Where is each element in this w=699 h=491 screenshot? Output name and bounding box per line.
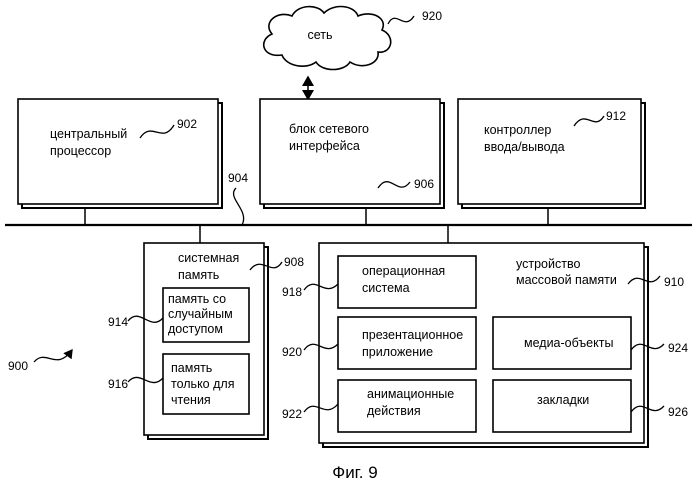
ram-label-line2: случайным: [168, 307, 233, 321]
mass-storage-box: устройство массовой памяти 910 операцион…: [282, 243, 688, 447]
media-label: медиа-объекты: [524, 336, 613, 350]
bookmarks-box: закладки: [493, 380, 631, 432]
bookmarks-label: закладки: [537, 393, 589, 407]
sysmem-label-line1: системная: [178, 251, 239, 265]
io-label-line2: ввода/вывода: [484, 140, 565, 154]
network-ref-leader: [388, 16, 414, 24]
bus-ref-leader: [234, 188, 244, 225]
rom-box: память только для чтения: [163, 354, 249, 414]
os-ref: 918: [282, 285, 302, 299]
anim-label-line2: действия: [367, 404, 421, 418]
pres-label-line1: презентационное: [362, 328, 463, 342]
network-interface-box: блок сетевого интерфейса 906: [260, 99, 444, 208]
system-memory-box: системная память 908 память со случайным…: [108, 243, 304, 439]
pres-label-line2: приложение: [362, 345, 433, 359]
nic-label-line2: интерфейса: [289, 139, 360, 153]
ram-label-line1: память со: [168, 292, 226, 306]
ram-box: память со случайным доступом: [163, 288, 249, 342]
presentation-app-box: презентационное приложение: [338, 317, 476, 369]
system-ref-arrow: [34, 350, 72, 362]
network-label: сеть: [307, 28, 332, 42]
anim-ref: 922: [282, 407, 302, 421]
rom-ref: 916: [108, 377, 128, 391]
os-box: операционная система: [338, 256, 476, 308]
pres-ref: 920: [282, 345, 302, 359]
animation-actions-box: анимационные действия: [338, 380, 476, 432]
io-ref: 912: [606, 109, 626, 123]
os-label-line2: система: [362, 281, 410, 295]
cpu-ref: 902: [177, 117, 197, 131]
media-ref: 924: [668, 341, 688, 355]
ram-ref: 914: [108, 315, 128, 329]
rom-label-line1: память: [171, 361, 212, 375]
ram-label-line3: доступом: [168, 322, 223, 336]
bookmarks-ref: 926: [668, 405, 688, 419]
anim-label-line1: анимационные: [367, 387, 454, 401]
storage-ref: 910: [664, 275, 684, 289]
cpu-label-line1: центральный: [50, 127, 127, 141]
bus-ref: 904: [228, 171, 248, 185]
sysmem-label-line2: память: [178, 268, 219, 282]
nic-ref: 906: [414, 177, 434, 191]
cpu-label-line2: процессор: [50, 144, 111, 158]
cpu-box: центральный процессор 902: [18, 99, 222, 208]
system-ref: 900: [8, 359, 28, 373]
rom-label-line2: только для: [171, 377, 234, 391]
storage-label-line1: устройство: [516, 257, 580, 271]
io-controller-box: контроллер ввода/вывода 912: [458, 99, 645, 208]
network-ref: 920: [422, 9, 442, 23]
figure-caption: Фиг. 9: [332, 463, 377, 482]
os-label-line1: операционная: [362, 264, 445, 278]
network-cloud: сеть: [264, 7, 391, 70]
media-objects-box: медиа-объекты: [493, 317, 631, 369]
storage-label-line2: массовой памяти: [516, 273, 617, 287]
rom-label-line3: чтения: [171, 393, 211, 407]
io-label-line1: контроллер: [484, 123, 551, 137]
nic-label-line1: блок сетевого: [289, 122, 369, 136]
sysmem-ref: 908: [284, 255, 304, 269]
